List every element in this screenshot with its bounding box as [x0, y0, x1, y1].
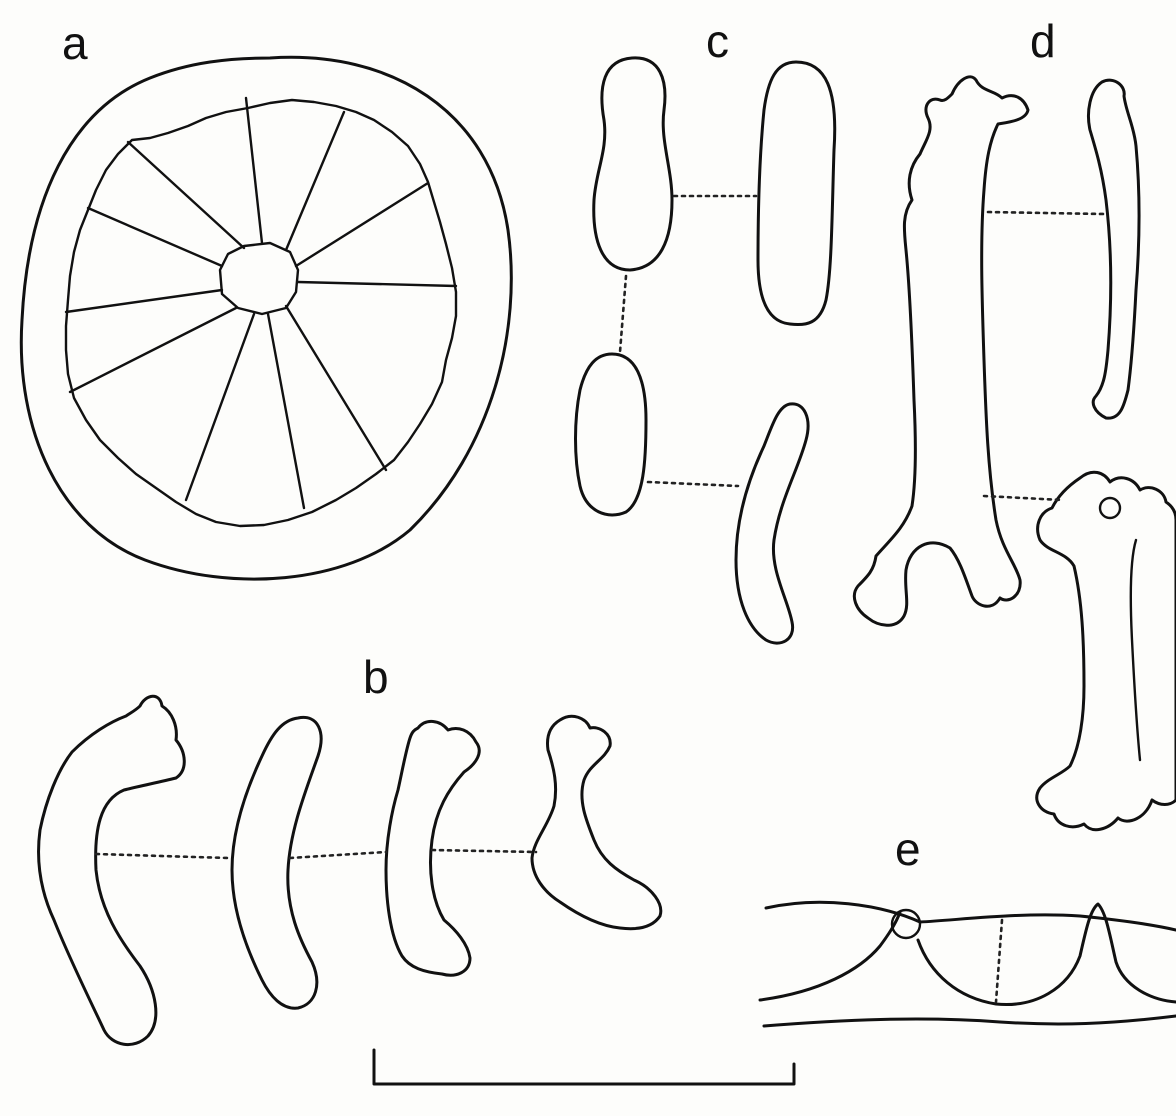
c-element-1 [594, 58, 672, 270]
b-link [96, 850, 536, 858]
b-element-2 [232, 717, 321, 1008]
panel-c-elements [576, 58, 835, 643]
b-element-4 [532, 716, 661, 928]
e-bottom-line [764, 1016, 1176, 1026]
central-column [220, 243, 298, 314]
panel-label-a: a [62, 20, 88, 66]
c-element-4 [736, 404, 808, 643]
d-link-1 [988, 212, 1104, 214]
e-link [996, 920, 1002, 1002]
d-pore [1100, 498, 1120, 518]
e-arch-1 [760, 912, 900, 1000]
e-top-line [766, 902, 1176, 930]
panel-label-e: e [895, 826, 921, 872]
panel-label-c: c [706, 18, 729, 64]
d-element-3-inner [1131, 540, 1140, 760]
d-link-2 [984, 496, 1062, 500]
panel-d-elements [854, 77, 1176, 830]
outer-ring [21, 57, 511, 579]
septa [66, 98, 456, 508]
panel-a-cross-section [21, 57, 511, 579]
scale-bar [374, 1050, 794, 1084]
panel-e-section [760, 902, 1176, 1026]
c-link-3 [648, 482, 738, 486]
c-element-2 [758, 62, 835, 325]
b-element-3 [386, 721, 479, 975]
d-element-3 [1037, 472, 1176, 829]
c-element-3 [576, 354, 647, 515]
c-link-2 [620, 276, 626, 352]
panel-label-b: b [363, 654, 389, 700]
d-element-1 [854, 77, 1028, 625]
panel-label-d: d [1030, 18, 1056, 64]
d-element-2 [1089, 80, 1140, 418]
panel-b-elements [39, 696, 661, 1044]
b-element-1 [39, 696, 185, 1044]
